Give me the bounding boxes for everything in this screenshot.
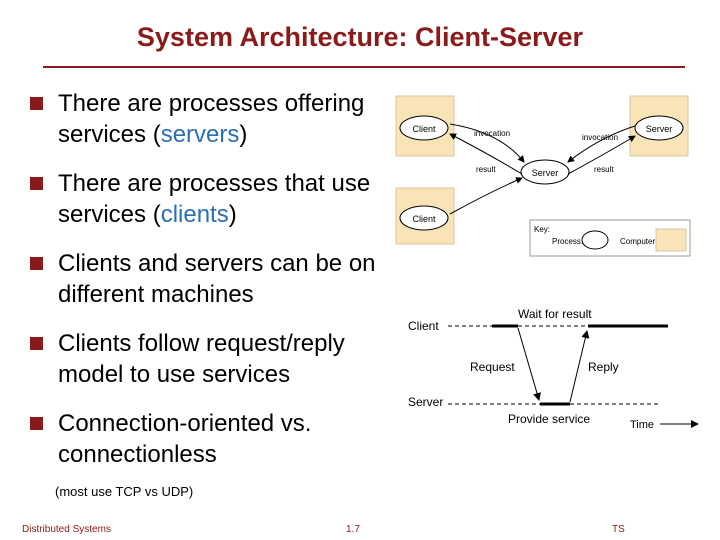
footer-author: TS [612, 524, 625, 535]
slide-title: System Architecture: Client-Server [136, 22, 584, 52]
bullet-text: There are processes that use services ( [58, 170, 371, 228]
result-arrow-left [449, 133, 523, 175]
process-server-right [634, 115, 684, 141]
request-label: Request [470, 360, 515, 374]
process-server-center [520, 159, 570, 185]
title-divider [43, 66, 685, 68]
client-timeline-label: Client [408, 319, 439, 333]
server-timeline-label: Server [408, 395, 443, 409]
invocation-label-right: invocation [582, 133, 618, 142]
server-center-label: Server [532, 168, 559, 178]
wait-label: Wait for result [518, 307, 592, 321]
client-server-diagram: Client Client Server Server invocation i… [395, 95, 691, 257]
bullet-item: There are processes offering services (s… [30, 88, 410, 150]
footnote: (most use TCP vs UDP) [55, 484, 194, 499]
server-right-label: Server [646, 124, 673, 134]
time-label: Time [630, 419, 654, 431]
result-arrow-right [567, 135, 636, 175]
result-label-left: result [476, 165, 496, 174]
reply-arrow [569, 330, 590, 403]
bullet-highlight: clients [160, 201, 229, 228]
result-label-right: result [594, 165, 614, 174]
footer-page-number: 1.7 [346, 524, 360, 535]
invocation-arrow-left [449, 123, 525, 163]
process-client-top [399, 115, 449, 141]
bullet-text-end: ) [239, 121, 248, 148]
square-bullet-icon [30, 417, 43, 430]
footer-course: Distributed Systems [22, 524, 111, 535]
request-reply-timeline: Client Server Wait for result Request Re… [408, 307, 699, 431]
bullet-text: Connection-oriented vs. connectionless [58, 410, 312, 468]
bullet-text: There are processes offering services ( [58, 90, 365, 148]
bullet-text: Clients follow request/reply model to us… [58, 330, 345, 388]
reply-label: Reply [588, 360, 619, 374]
request-arrow [517, 327, 541, 401]
client-top-label: Client [412, 124, 436, 134]
bullet-item: Clients follow request/reply model to us… [30, 328, 410, 390]
client-bottom-arrow [449, 177, 523, 215]
square-bullet-icon [30, 337, 43, 350]
key-computer-label: Computer: [620, 237, 657, 246]
bullet-text: Clients and servers can be on different … [58, 250, 376, 308]
bullet-item: Connection-oriented vs. connectionless [30, 408, 410, 470]
bullet-item: There are processes that use services (c… [30, 168, 410, 230]
client-bottom-label: Client [412, 214, 436, 224]
provide-service-label: Provide service [508, 412, 590, 426]
key-process-label: Process: [552, 237, 583, 246]
square-bullet-icon [30, 257, 43, 270]
square-bullet-icon [30, 177, 43, 190]
key-computer-symbol [655, 228, 687, 252]
process-client-bottom [399, 205, 449, 231]
bullet-item: Clients and servers can be on different … [30, 248, 410, 310]
bullet-text-end: ) [228, 201, 237, 228]
key-process-symbol [581, 230, 609, 250]
invocation-label-left: invocation [474, 129, 510, 138]
invocation-arrow-right [567, 125, 636, 163]
square-bullet-icon [30, 97, 43, 110]
bullet-highlight: servers [160, 121, 240, 148]
key-label: Key: [534, 225, 550, 234]
bullet-list: There are processes offering services (s… [30, 88, 410, 488]
